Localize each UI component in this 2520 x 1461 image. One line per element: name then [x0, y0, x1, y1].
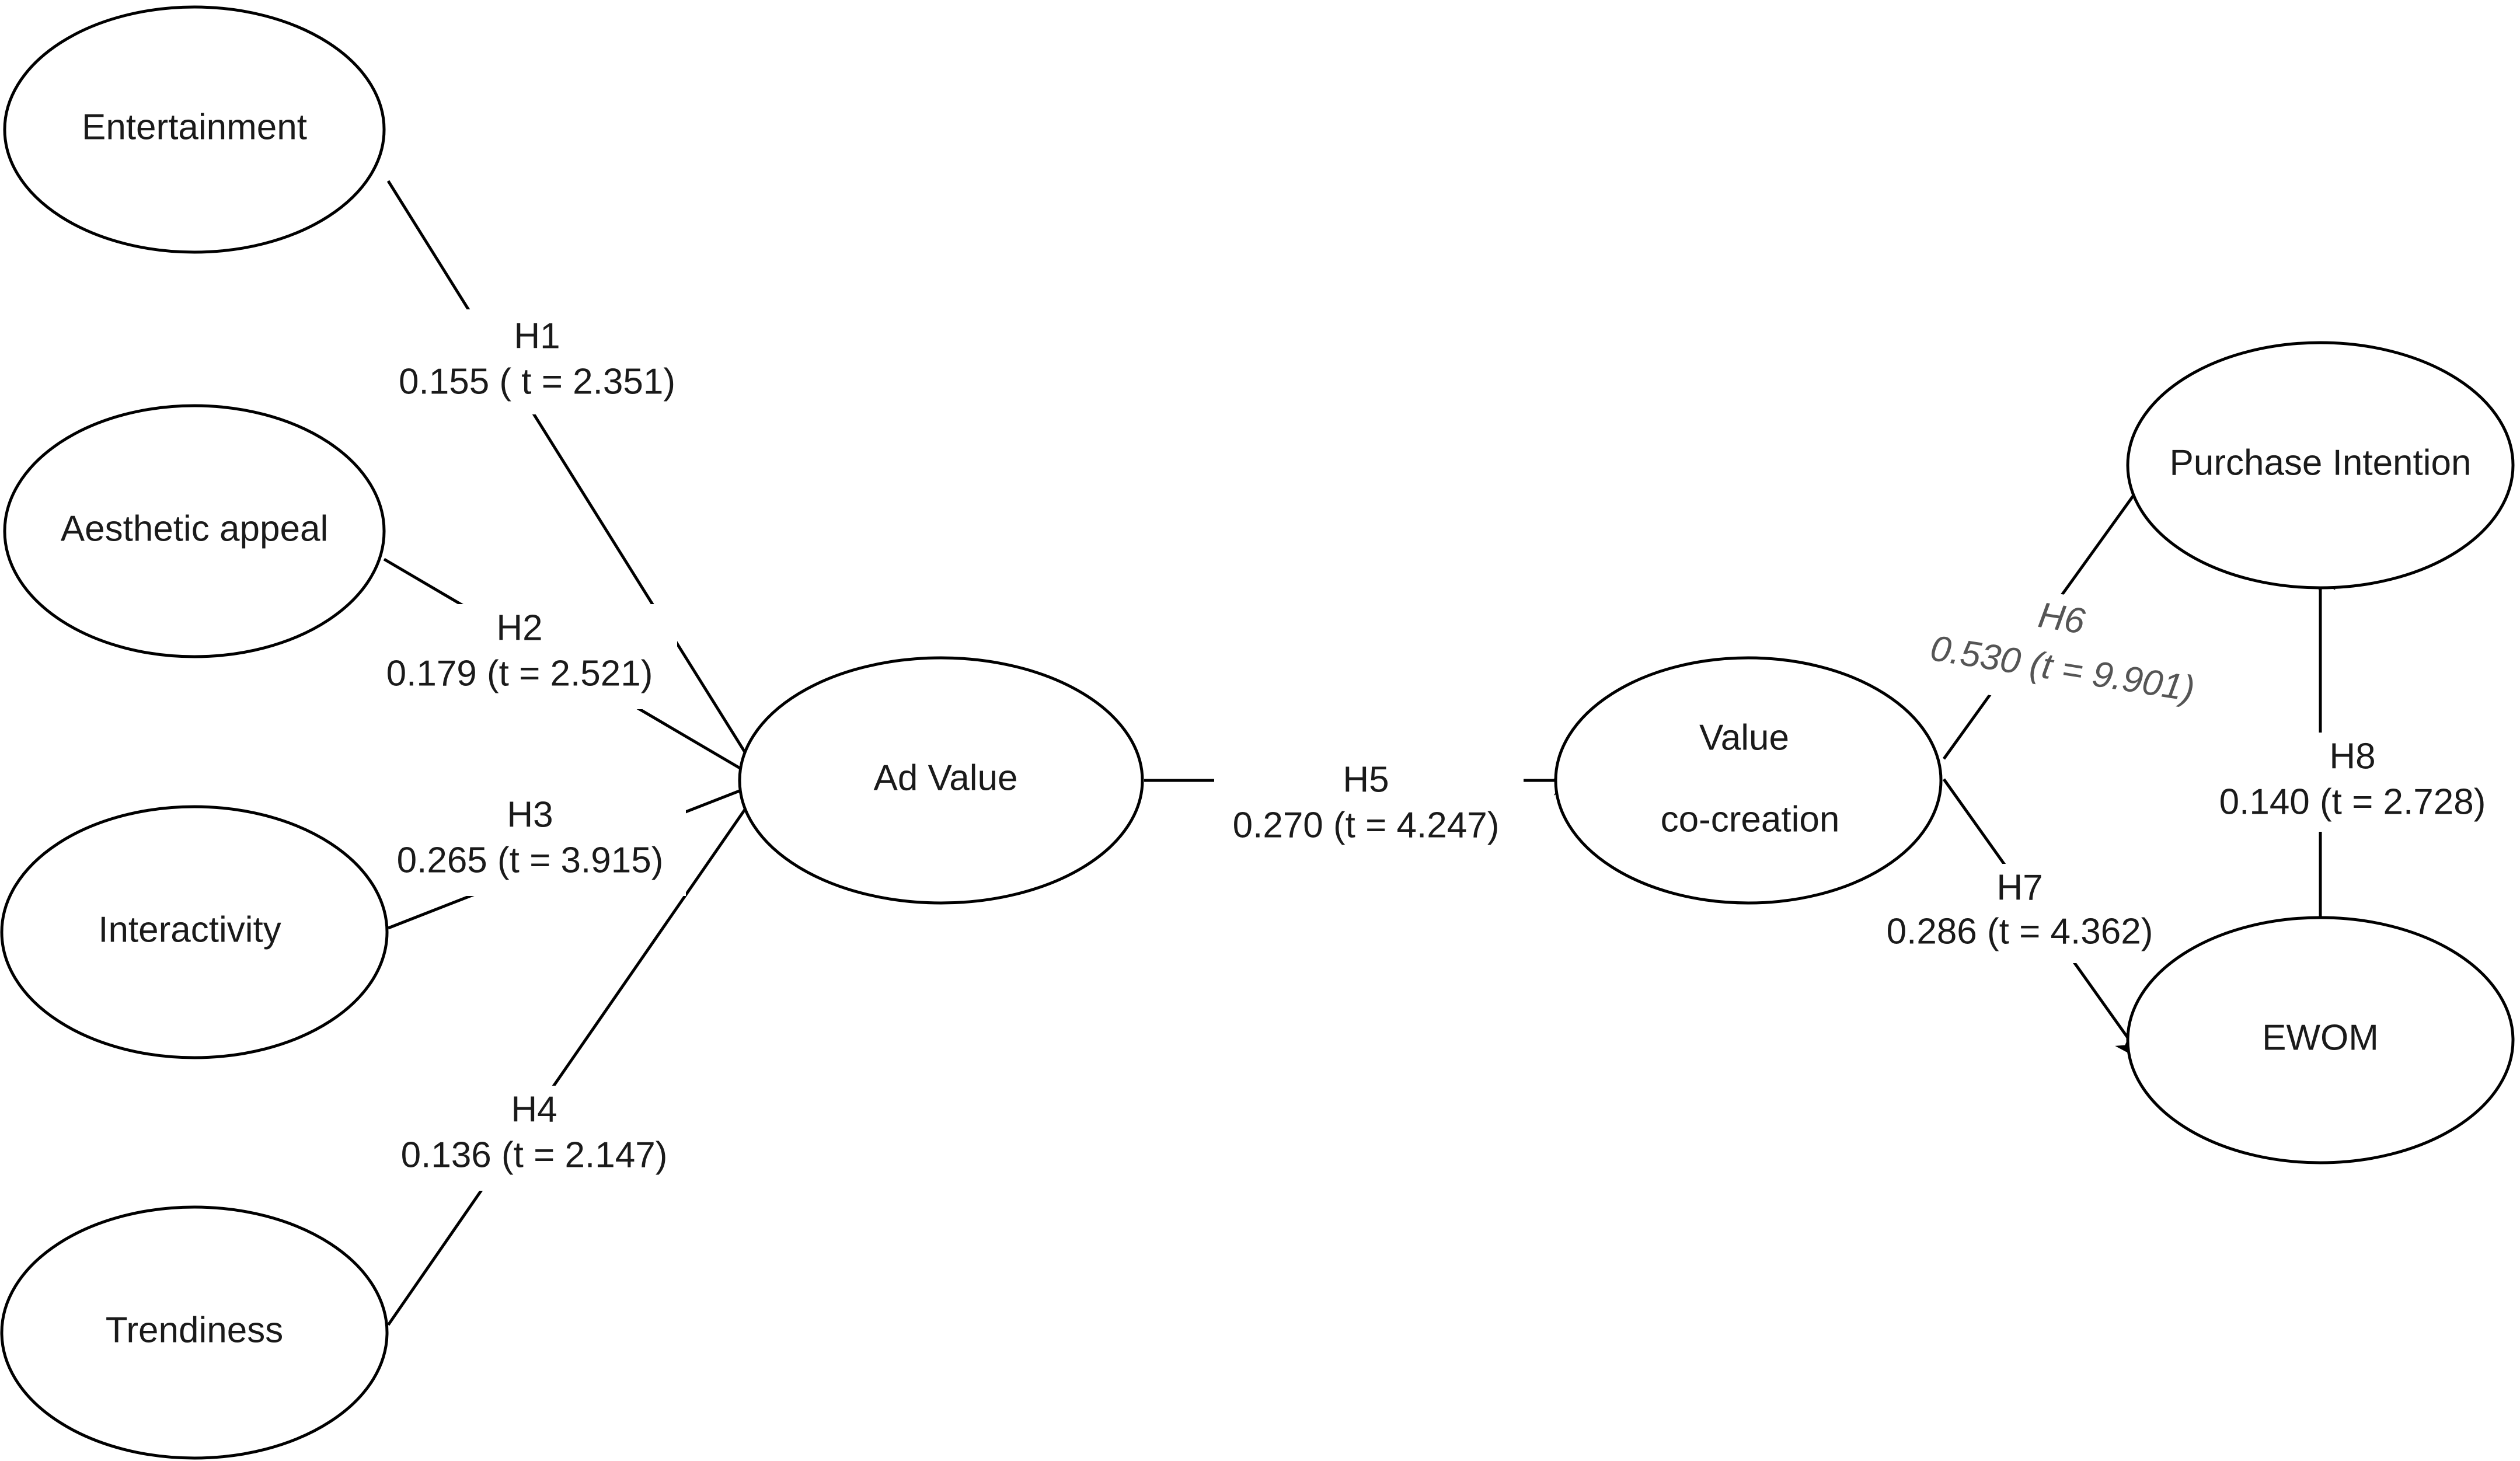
- edge-h7-estimate: 0.286 (t = 4.362): [1887, 911, 2153, 951]
- edge-h5-estimate: 0.270 (t = 4.247): [1233, 805, 1500, 845]
- edge-h3-estimate: 0.265 (t = 3.915): [397, 840, 664, 880]
- edge-label-h7: H7 0.286 (t = 4.362): [1874, 864, 2177, 963]
- edge-label-h1: H1 0.155 ( t = 2.351): [385, 309, 689, 414]
- edge-label-h8: H8 0.140 (t = 2.728): [2218, 733, 2510, 832]
- node-ad-value-label: Ad Value: [873, 758, 1017, 798]
- node-value-cocreation-label-line2: co-creation: [1661, 799, 1840, 839]
- edge-h5-hypothesis: H5: [1343, 759, 1389, 800]
- edge-h4-estimate: 0.136 (t = 2.147): [401, 1135, 668, 1175]
- node-entertainment-label: Entertainment: [82, 107, 307, 147]
- edge-label-h4: H4 0.136 (t = 2.147): [382, 1086, 686, 1191]
- edge-h1-hypothesis: H1: [514, 316, 560, 356]
- node-value-cocreation: Value co-creation: [1554, 656, 1943, 905]
- edge-h2-hypothesis: H2: [496, 608, 542, 648]
- edge-label-h2: H2 0.179 (t = 2.521): [374, 604, 677, 709]
- edge-h1: [386, 180, 764, 794]
- node-purchase-intention: Purchase Intention: [2126, 341, 2515, 590]
- edge-label-h5: H5 0.270 (t = 4.247): [1214, 759, 1524, 858]
- node-aesthetic-appeal-label: Aesthetic appeal: [61, 508, 328, 549]
- edge-label-h6: H6 0.530 (t = 9.901): [1901, 571, 2224, 730]
- node-interactivity-label: Interactivity: [98, 909, 281, 950]
- edge-h8-estimate: 0.140 (t = 2.728): [2219, 782, 2486, 822]
- node-purchase-intention-label: Purchase Intention: [2169, 442, 2471, 483]
- edge-h4-hypothesis: H4: [511, 1089, 557, 1129]
- edge-h6-hypothesis: H6: [2035, 595, 2088, 642]
- edge-h3-hypothesis: H3: [507, 794, 553, 835]
- node-ewom: EWOM: [2126, 916, 2515, 1164]
- edge-h1-estimate: 0.155 ( t = 2.351): [399, 361, 675, 402]
- node-ewom-label: EWOM: [2262, 1017, 2379, 1058]
- node-entertainment: Entertainment: [3, 5, 386, 254]
- node-aesthetic-appeal: Aesthetic appeal: [3, 404, 386, 658]
- node-trendiness: Trendiness: [0, 1205, 389, 1460]
- edge-h4: [386, 777, 775, 1326]
- edge-h8-hypothesis: H8: [2329, 736, 2375, 776]
- node-interactivity: Interactivity: [0, 805, 389, 1059]
- edge-label-h3: H3 0.265 (t = 3.915): [382, 791, 686, 896]
- node-ad-value: Ad Value: [738, 656, 1144, 905]
- edge-h7-hypothesis: H7: [1996, 867, 2043, 908]
- node-trendiness-label: Trendiness: [106, 1310, 283, 1350]
- node-value-cocreation-label-line1: Value: [1699, 717, 1789, 758]
- edge-h2-estimate: 0.179 (t = 2.521): [386, 653, 653, 693]
